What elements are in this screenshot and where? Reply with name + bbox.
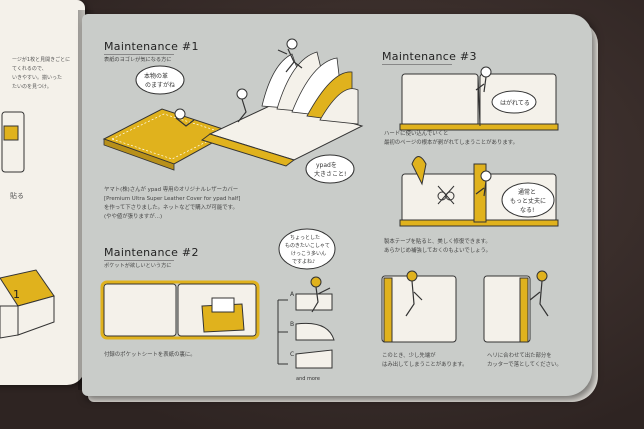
person-peeling [475, 66, 492, 93]
bubble-text: 本物の革 [144, 72, 168, 80]
maintenance3-note4: ヘリに合わせて出た部分を [487, 353, 552, 359]
left-page-line: いきやすい。揃いった [12, 75, 63, 81]
maintenance1-subtitle: 表紙のヨゴレが気になる方に [104, 57, 172, 63]
maintenance2-note: 付録のポケットシートを表紙の裏に。 [104, 352, 196, 358]
speech-bubble: ypadを 大きさこと! [305, 154, 355, 184]
pocket-label: A [290, 291, 295, 298]
maintenance3-note1: ハードに使い込んでいくと [384, 131, 449, 137]
speech-bubble: 通常と もっと丈夫に なる! [501, 182, 555, 218]
maintenance1-heading: Maintenance #1 [104, 40, 199, 53]
pocket-label: C [290, 351, 294, 358]
bubble-text: もっと丈夫に [510, 197, 546, 205]
bubble-text: ypadを [316, 162, 337, 169]
and-more-text: and more [296, 376, 320, 382]
heading-underline [104, 54, 174, 55]
left-page-line: ージが1枚と見開きごとに [12, 57, 71, 63]
maintenance3-note3: このとき、少し先端が [382, 353, 436, 359]
step-number: 1 [13, 288, 20, 301]
speech-bubble: 本物の革 のますがね [135, 65, 185, 95]
left-page-line: たいのを見つけ。 [12, 84, 52, 90]
pocket-label: B [290, 321, 294, 328]
person-pointing [310, 276, 331, 313]
trimming-illustration [381, 270, 549, 343]
booklet-page: Maintenance #1 表紙のヨゴレが気になる方に ヤマト(株)さんが y… [82, 14, 592, 396]
left-page-line: てくれるので、 [12, 66, 47, 72]
bubble-text: ちょっとした [290, 235, 320, 241]
step-badge: 1 [0, 269, 55, 339]
bubble-text: けっこう多いん [291, 250, 326, 257]
person-taping [475, 170, 492, 197]
bubble-text: のますがね [145, 81, 175, 89]
pocket-options: A B C and more [277, 291, 335, 382]
bubble-text: はがれてる [500, 99, 530, 107]
illustrations: 本物の革 のますがね ypadを 大き [100, 38, 559, 382]
person-on-pages [236, 38, 303, 123]
maintenance3-note3: はみ出してしまうことがあります。 [382, 362, 468, 368]
maintenance1-note: (やや値が張りますが…) [104, 214, 163, 220]
open-cover-illustration [100, 280, 260, 340]
maintenance1-note: を作って下さりました。ネットなどで購入が可能です。 [104, 205, 238, 211]
speech-bubble: はがれてる [491, 90, 537, 114]
bubble-text: 大きさこと! [314, 170, 346, 178]
maintenance1-note: ヤマト(株)さんが ypad 専用のオリジナルレザーカバー [104, 187, 239, 193]
person-polishing [174, 108, 195, 127]
maintenance3-note4: カッターで落としてください。 [487, 362, 562, 368]
bubble-text: 通常と [518, 188, 536, 196]
speech-bubble: ちょっとした ものきたいこしゃて けっこう多いん ですよね♪ [278, 228, 336, 270]
maintenance2-heading: Maintenance #2 [104, 246, 199, 259]
maintenance1-note: [Premium Ultra Super Leather Cover for y… [104, 196, 241, 202]
heading-underline [382, 64, 452, 65]
left-page-sketch [1, 111, 25, 173]
maintenance2-subtitle: ポケットが欲しいという方に [104, 263, 172, 269]
bubble-text: なる! [520, 207, 534, 214]
bubble-text: ものきたいこしゃて [285, 242, 330, 249]
open-book-illustration [200, 51, 364, 167]
heading-underline [104, 260, 174, 261]
left-page-label: 貼る [10, 192, 24, 200]
maintenance3-heading: Maintenance #3 [382, 50, 477, 63]
maintenance3-note2: 製本テープを貼ると、美しく修復できます。 [384, 239, 491, 245]
maintenance3-note1: 最初のページの根本が剥がれてしまうことがあります。 [384, 140, 518, 146]
maintenance3-note2: あらかじめ補強しておくのもよいでしょう。 [384, 248, 492, 254]
bubble-text: ですよね♪ [292, 259, 315, 265]
